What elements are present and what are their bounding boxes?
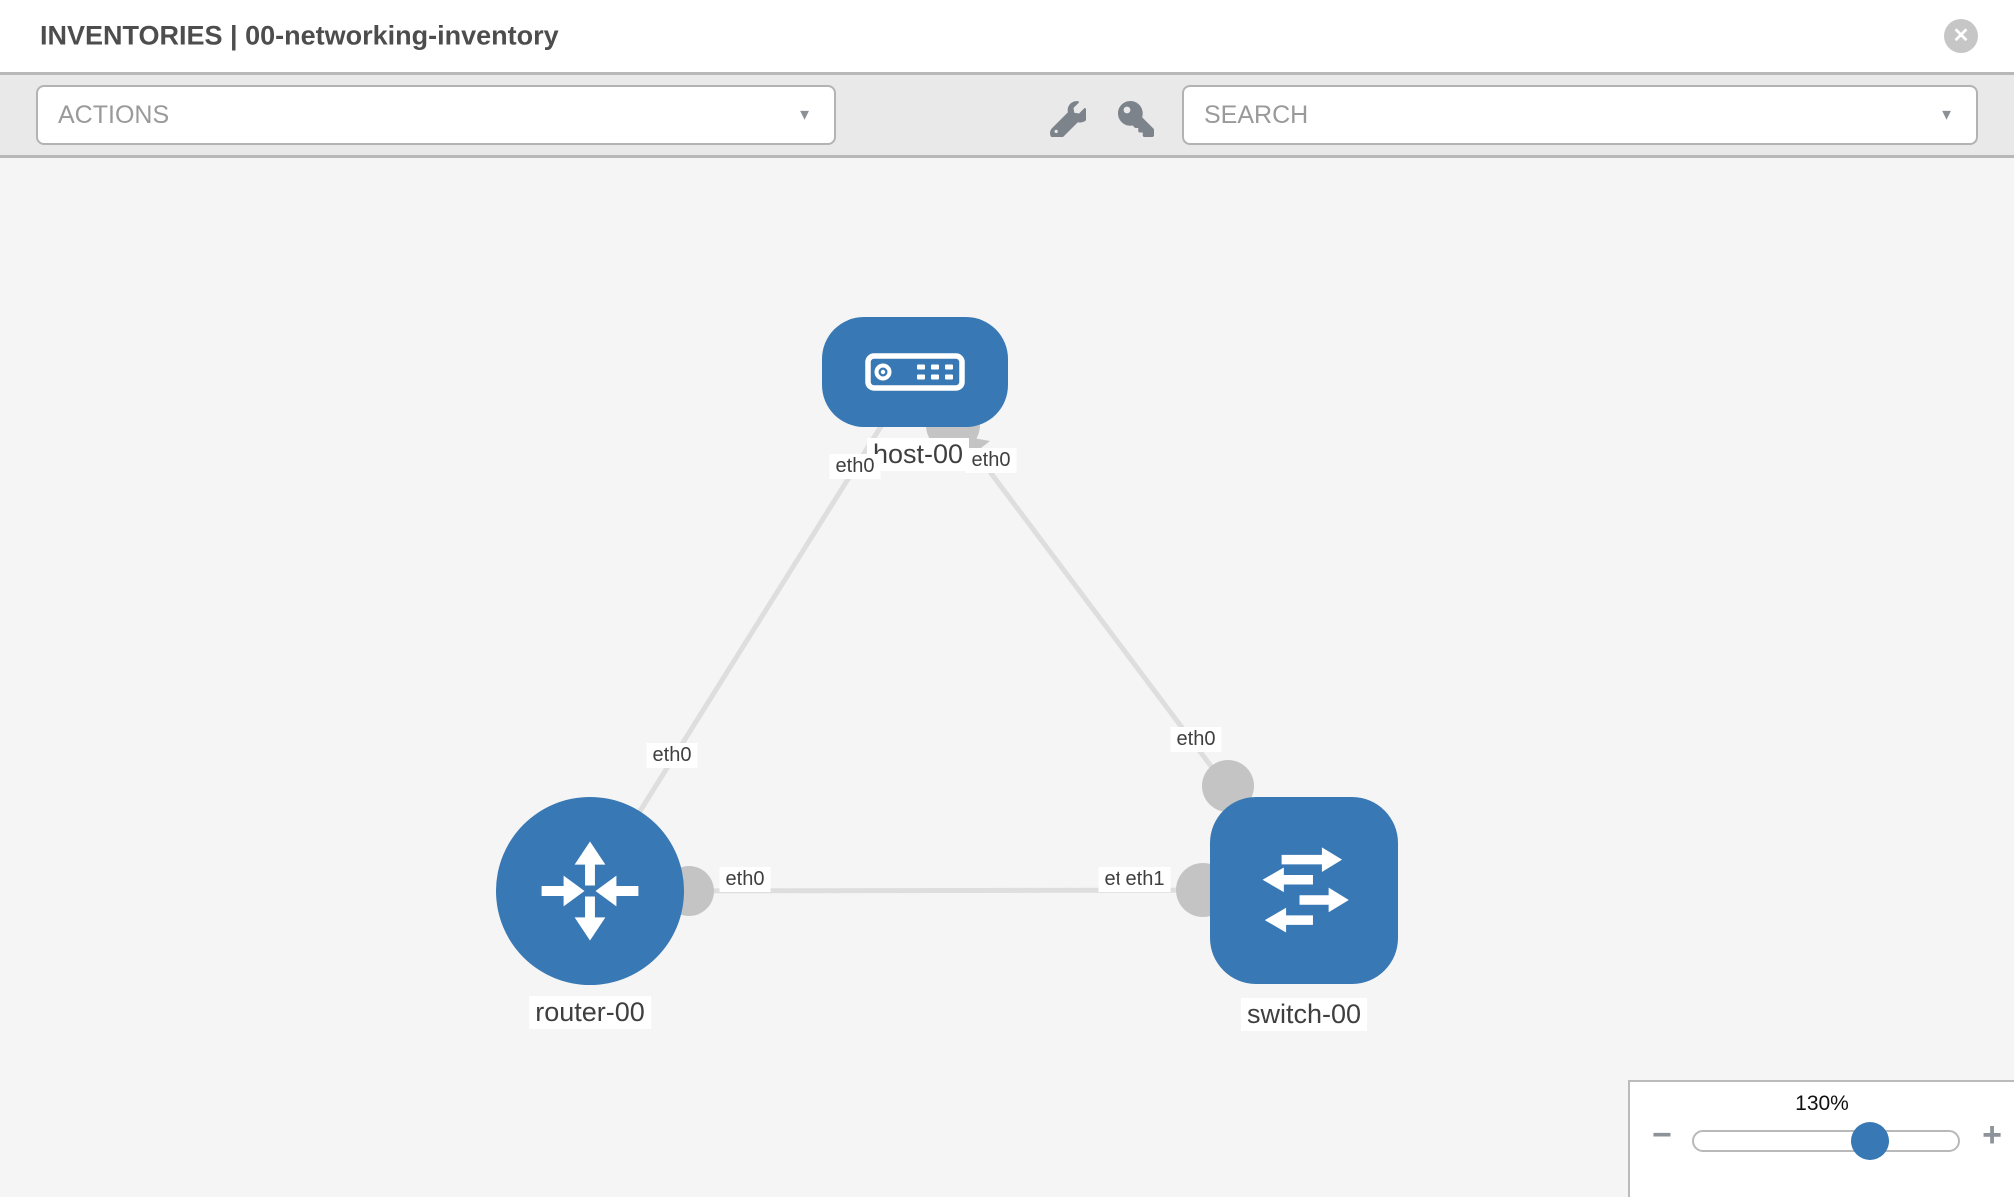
chevron-down-icon: ▼: [797, 106, 812, 124]
zoom-slider-track[interactable]: [1692, 1130, 1960, 1152]
host-icon: [865, 353, 965, 391]
panel-header: INVENTORIES | 00-networking-inventory ✕: [0, 0, 2014, 72]
search-dropdown-label: SEARCH: [1204, 100, 1309, 129]
port-label-host-left: eth0: [829, 454, 881, 479]
node-label-switch: switch-00: [1240, 998, 1368, 1031]
topology-edges: [587, 370, 1306, 917]
port-label-bottom-router: eth0: [719, 867, 771, 892]
node-host-00[interactable]: [822, 317, 1008, 427]
search-dropdown[interactable]: SEARCH ▼: [1182, 85, 1978, 145]
switch-icon: [1262, 846, 1349, 932]
close-glyph: ✕: [1952, 25, 1970, 47]
close-icon[interactable]: ✕: [1944, 19, 1978, 53]
port-label-host-right: eth0: [965, 448, 1017, 473]
zoom-out-button[interactable]: −: [1652, 1116, 1672, 1154]
page-title: INVENTORIES | 00-networking-inventory: [40, 20, 559, 51]
zoom-slider-thumb[interactable]: [1851, 1122, 1889, 1160]
node-label-host: host-00: [866, 438, 970, 471]
wrench-icon-svg: [1050, 101, 1090, 141]
node-label-router: router-00: [529, 996, 651, 1029]
node-router-00[interactable]: [496, 797, 684, 985]
zoom-control-panel: 130% − +: [1628, 1080, 2014, 1197]
port-label-host-switch: eth0: [1170, 727, 1222, 752]
toolbar: ACTIONS ▼ SEARCH ▼: [0, 72, 2014, 158]
chevron-down-icon: ▼: [1939, 106, 1954, 124]
key-icon-svg: [1118, 101, 1154, 137]
key-icon[interactable]: [1118, 101, 1154, 137]
port-label-router-host: eth0: [646, 743, 698, 768]
zoom-in-button[interactable]: +: [1982, 1116, 2002, 1154]
wrench-icon[interactable]: [1050, 101, 1090, 141]
node-switch-00[interactable]: [1210, 797, 1398, 984]
actions-dropdown[interactable]: ACTIONS ▼: [36, 85, 836, 145]
zoom-percentage: 130%: [1795, 1092, 1849, 1115]
topology-canvas[interactable]: host-00 router-00 switch-00 eth0 eth0 et…: [0, 158, 2014, 1197]
actions-dropdown-label: ACTIONS: [58, 100, 170, 129]
port-label-bottom-switch-eth1: eth1: [1119, 867, 1171, 892]
router-icon: [541, 841, 639, 941]
